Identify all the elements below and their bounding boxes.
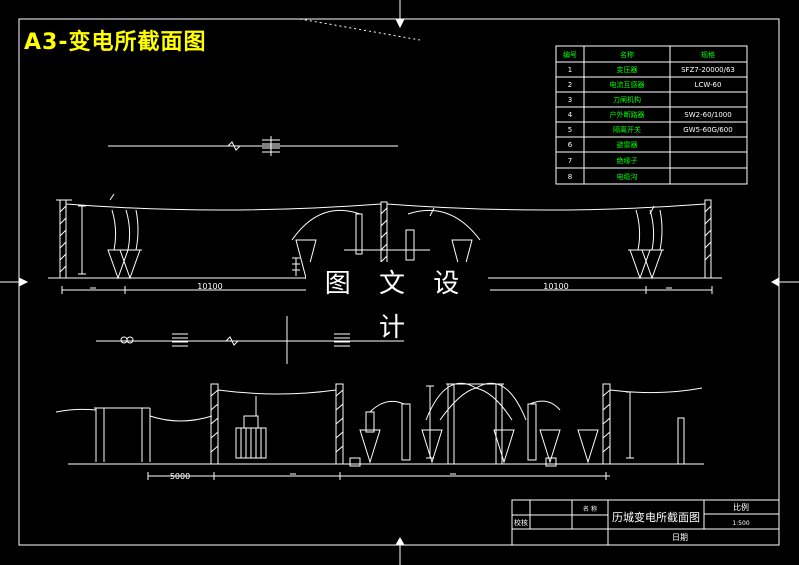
parts-table-border bbox=[555, 45, 748, 185]
support-right-center bbox=[451, 239, 473, 280]
parts-row-no: 5 bbox=[568, 126, 572, 134]
gantry-bottom-3 bbox=[602, 383, 611, 465]
switch-group-left bbox=[107, 249, 141, 280]
parts-row-spec: SFZ7-20000/63 bbox=[681, 66, 735, 74]
gantry-bottom-1 bbox=[210, 383, 219, 465]
parts-row-no: 7 bbox=[568, 157, 572, 165]
parts-row-no: 1 bbox=[568, 66, 572, 74]
scale-label: 比例 bbox=[733, 502, 749, 512]
dropper-right bbox=[635, 209, 663, 251]
dropper-left bbox=[111, 209, 139, 251]
wire-bottom-1 bbox=[149, 415, 213, 422]
parts-row-no: 3 bbox=[568, 96, 572, 104]
dim-label-top-right: 10100 bbox=[543, 282, 568, 291]
gantry-right bbox=[704, 199, 712, 279]
switch-group-right bbox=[629, 249, 663, 280]
parts-row-no: 4 bbox=[568, 111, 573, 119]
parts-row-name: 隔离开关 bbox=[613, 125, 641, 134]
cable-pit-right bbox=[545, 457, 557, 467]
drawing-name: 历城变电所截面图 bbox=[612, 510, 700, 524]
title-block-border bbox=[511, 499, 780, 546]
ct-center bbox=[405, 229, 415, 261]
reg-arrow-bottom bbox=[395, 536, 405, 546]
watermark: 图 文 设 计 bbox=[306, 262, 488, 343]
construction-line bbox=[299, 18, 421, 41]
breaker-center bbox=[355, 213, 363, 255]
portal-center bbox=[446, 383, 504, 464]
parts-row-no: 8 bbox=[568, 173, 572, 181]
support-left-center bbox=[295, 239, 317, 280]
portal-left bbox=[94, 407, 151, 462]
parts-row-name: 电缆沟 bbox=[617, 172, 638, 181]
drawing-title: A3-变电所截面图 bbox=[24, 30, 207, 55]
parts-row-name: 变压器 bbox=[617, 65, 638, 74]
parts-header-spec: 规格 bbox=[701, 50, 715, 59]
incoming-line bbox=[55, 408, 97, 413]
reg-arrow-left bbox=[18, 277, 29, 287]
title-block-name-label: 名 称 bbox=[583, 505, 597, 513]
wire-bottom-3 bbox=[609, 387, 703, 394]
parts-row-spec: GW5-60G/600 bbox=[683, 126, 732, 134]
ct-bottom bbox=[401, 403, 411, 461]
parts-row-name: 绝缘子 bbox=[617, 156, 638, 165]
jumper-arcs bbox=[425, 382, 527, 421]
node-b bbox=[126, 336, 134, 344]
dim-label-bottom-left: 5000 bbox=[170, 472, 190, 481]
parts-header-name: 名称 bbox=[620, 50, 634, 59]
dropper-center bbox=[291, 209, 481, 241]
droppers-bottom bbox=[369, 400, 561, 413]
wire-top-right bbox=[386, 203, 706, 211]
end-post bbox=[677, 417, 685, 465]
parts-row-name: 电流互感器 bbox=[610, 80, 645, 89]
parts-row-no: 2 bbox=[568, 81, 572, 89]
reg-arrow-top bbox=[395, 18, 405, 29]
parts-row-no: 6 bbox=[568, 141, 573, 149]
reg-arrow-right bbox=[770, 277, 780, 287]
date-label: 日期 bbox=[672, 533, 688, 542]
break-symbol-top bbox=[227, 141, 241, 151]
wire-top-left bbox=[65, 203, 382, 211]
node-a bbox=[120, 336, 128, 344]
parts-row-spec: SW2-60/1000 bbox=[684, 111, 731, 119]
parts-row-name: 户外断路器 bbox=[610, 110, 645, 119]
parts-header-no: 编号 bbox=[563, 50, 577, 59]
dim-label-top-left: 10100 bbox=[197, 282, 222, 291]
breaker-bottom bbox=[365, 411, 375, 433]
cable-pit-left bbox=[349, 457, 361, 467]
gantry-bottom-2 bbox=[335, 383, 344, 465]
arrester-bottom bbox=[527, 403, 537, 461]
scale-value: 1:500 bbox=[732, 520, 749, 527]
parts-row-name: 刀闸机构 bbox=[613, 95, 641, 104]
title-block-check-label: 校核 bbox=[514, 518, 528, 527]
supports-bottom bbox=[359, 429, 599, 464]
parts-row-spec: LCW-60 bbox=[695, 81, 722, 89]
wire-bottom-2 bbox=[217, 389, 337, 395]
parts-row-name: 避雷器 bbox=[617, 140, 638, 149]
